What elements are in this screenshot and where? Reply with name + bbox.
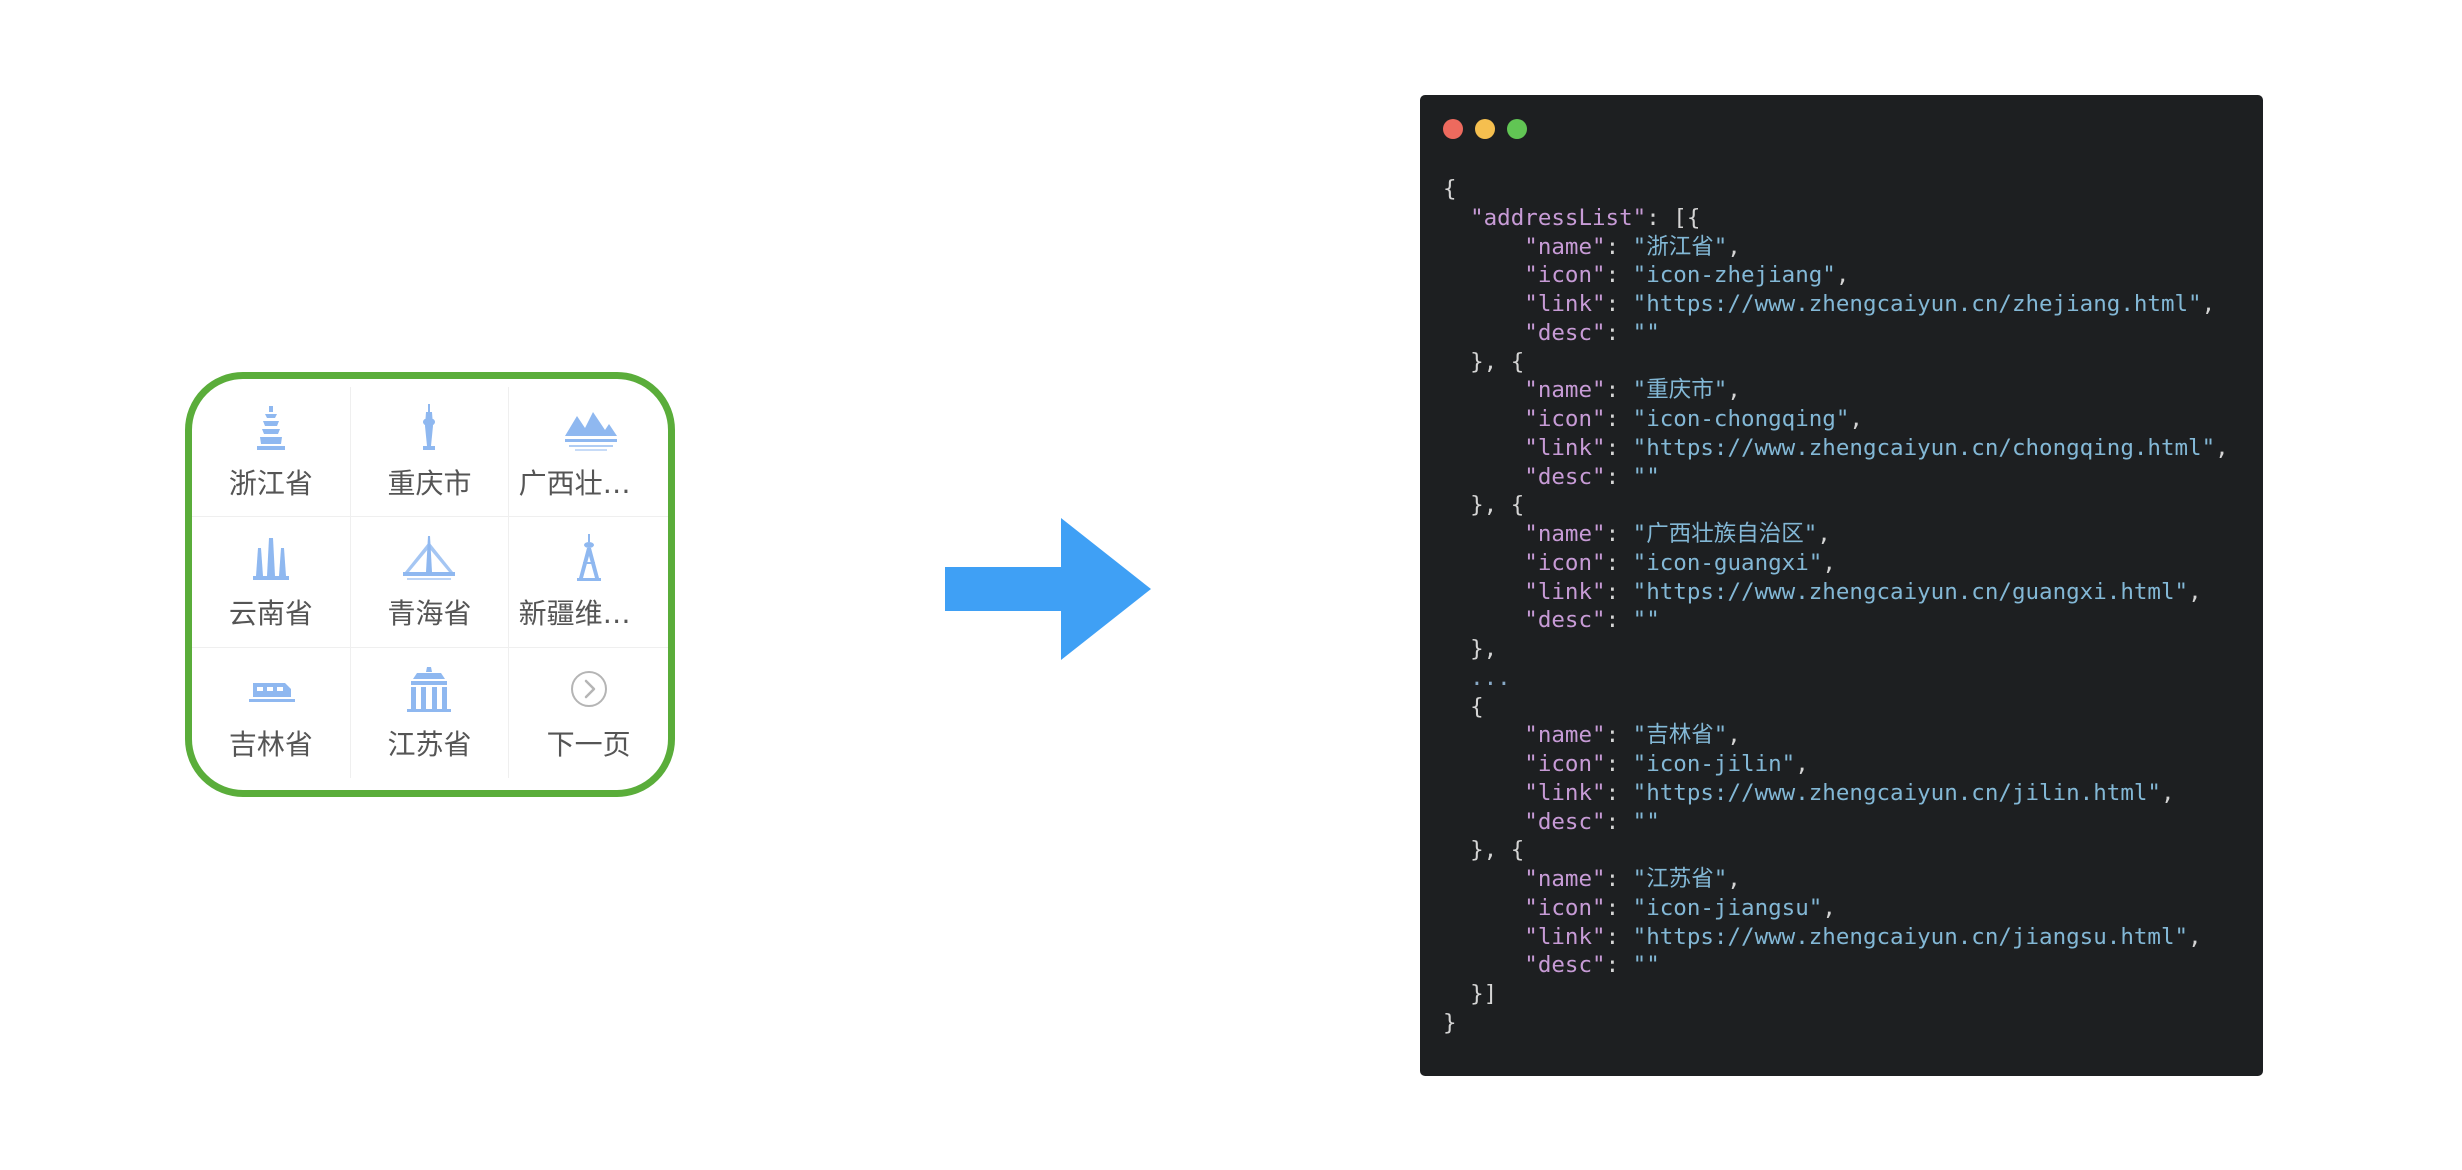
code-value: "https://www.zhengcaiyun.cn/zhejiang.htm… (1632, 291, 2202, 317)
code-key: "link" (1524, 291, 1606, 317)
region-item-guangxi[interactable]: 广西壮族自治区 (509, 387, 668, 518)
code-value: "https://www.zhengcaiyun.cn/jiangsu.html… (1632, 923, 2189, 950)
code-value: "icon-jiangsu" (1632, 894, 1823, 921)
bridge-icon (403, 535, 456, 580)
maximize-dot[interactable] (1507, 119, 1527, 139)
code-value: "重庆市" (1632, 377, 1728, 404)
json-code-block: { "addressList": [{ "name": "浙江省", "icon… (1443, 176, 2229, 1036)
code-value: "" (1632, 319, 1660, 346)
code-value: "江苏省" (1632, 866, 1728, 892)
region-item-yunnan[interactable]: 云南省 (192, 517, 351, 648)
region-item-qinghai[interactable]: 青海省 (350, 517, 510, 648)
code-value: "icon-zhejiang" (1632, 262, 1836, 289)
code-value: "https://www.zhengcaiyun.cn/chongqing.ht… (1632, 434, 2216, 461)
code-key: "icon" (1524, 406, 1606, 432)
code-value: "广西壮族自治区" (1632, 521, 1818, 547)
code-window: { "addressList": [{ "name": "浙江省", "icon… (1420, 95, 2263, 1076)
code-key: "addressList" (1470, 204, 1647, 231)
region-label: 重庆市 (387, 466, 472, 500)
code-key: "name" (1524, 722, 1606, 749)
code-value: "icon-jilin" (1632, 751, 1796, 777)
region-item-chongqing[interactable]: 重庆市 (350, 387, 510, 518)
region-item-jilin[interactable]: 吉林省 (192, 647, 351, 778)
code-key: "link" (1524, 434, 1606, 461)
region-label: 青海省 (387, 596, 472, 630)
region-item-xinjiang[interactable]: 新疆维吾尔自治区 (509, 517, 668, 648)
region-label: 江苏省 (387, 727, 472, 761)
region-label: 浙江省 (228, 466, 313, 500)
minimize-dot[interactable] (1475, 119, 1495, 139)
region-label: 广西壮族自治区 (518, 466, 659, 500)
code-key: "icon" (1524, 751, 1606, 777)
code-key: "desc" (1524, 463, 1606, 490)
region-grid: 浙江省 重庆市 广西壮族自治 (192, 387, 668, 778)
code-key: "link" (1524, 578, 1606, 605)
code-value: "icon-chongqing" (1632, 406, 1850, 432)
code-key: "link" (1524, 779, 1606, 806)
mountains-icon (564, 411, 617, 451)
right-arrow-icon (945, 518, 1151, 660)
code-value: "https://www.zhengcaiyun.cn/jilin.html" (1632, 779, 2161, 806)
region-label: 云南省 (228, 596, 313, 630)
code-key: "icon" (1524, 262, 1606, 289)
code-key: "name" (1524, 521, 1606, 547)
code-key: "icon" (1524, 549, 1606, 576)
pagoda-icon (256, 405, 285, 450)
next-page-label: 下一页 (546, 727, 631, 761)
code-value: "吉林省" (1632, 722, 1728, 749)
code-value: "" (1632, 463, 1660, 490)
code-key: "desc" (1524, 952, 1606, 979)
code-key: "name" (1524, 233, 1606, 260)
region-item-jiangsu[interactable]: 江苏省 (351, 647, 510, 778)
code-value: "浙江省" (1632, 233, 1728, 260)
train-icon (248, 682, 295, 702)
code-value: "icon-guangxi" (1632, 549, 1823, 576)
code-ellipsis: ... (1470, 664, 1511, 691)
code-key: "desc" (1524, 319, 1606, 346)
code-key: "name" (1524, 377, 1606, 404)
code-key: "link" (1524, 923, 1606, 950)
region-label: 吉林省 (228, 727, 313, 761)
code-value: "https://www.zhengcaiyun.cn/guangxi.html… (1632, 578, 2189, 605)
code-key: "icon" (1524, 894, 1606, 921)
tower-icon (423, 403, 436, 450)
three-pagodas-icon (252, 537, 289, 580)
tv-tower-icon (576, 533, 601, 581)
code-value: "" (1632, 808, 1660, 835)
code-key: "desc" (1524, 808, 1606, 835)
region-item-zhejiang[interactable]: 浙江省 (192, 387, 351, 518)
code-value: "" (1632, 952, 1660, 979)
next-page-button[interactable]: 下一页 (509, 648, 668, 778)
region-card: 浙江省 重庆市 广西壮族自治 (185, 372, 675, 797)
close-dot[interactable] (1443, 119, 1463, 139)
code-key: "desc" (1524, 607, 1606, 634)
region-label: 新疆维吾尔自治区 (518, 596, 659, 630)
chevron-right-circle-icon (570, 670, 607, 707)
gate-icon (407, 666, 452, 712)
code-key: "name" (1524, 866, 1606, 892)
code-value: "" (1632, 607, 1660, 634)
window-controls (1443, 119, 1527, 139)
